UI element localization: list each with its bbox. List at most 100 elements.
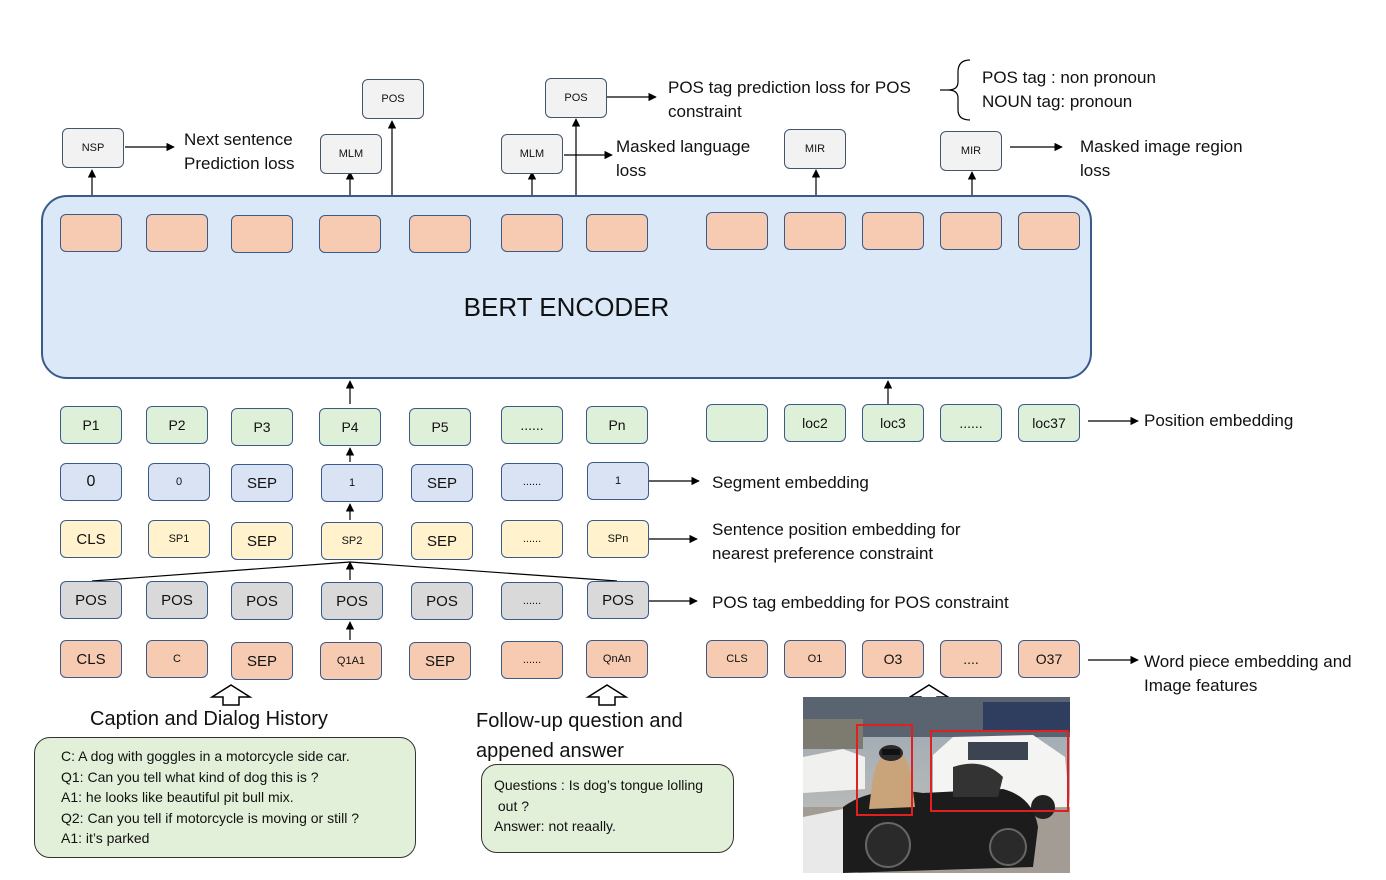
caption-line: Q2: Can you tell if motorcycle is moving…	[61, 809, 359, 826]
nsp-head: NSP	[62, 128, 124, 168]
segment-token: ......	[501, 463, 563, 501]
encoder-title: BERT ENCODER	[463, 292, 670, 322]
mlm-loss-line1: Masked language	[616, 137, 751, 156]
mir-loss-line2: loss	[1080, 161, 1111, 180]
word-piece-token: ......	[501, 641, 563, 679]
encoder-output-cell	[862, 212, 924, 250]
image-feature-token: ....	[940, 640, 1002, 678]
mlm-loss-label: Masked language loss	[616, 135, 750, 183]
encoder-output-cell	[940, 212, 1002, 250]
image-feature-token: O37	[1018, 640, 1080, 678]
segment-embedding-label: Segment embedding	[712, 473, 869, 492]
image-position-token	[706, 404, 768, 442]
nsp-loss-label: Next sentence Prediction loss	[184, 128, 295, 176]
sentence-position-label: Sentence position embedding for nearest …	[712, 518, 961, 566]
caption-dialog-panel: C: A dog with goggles in a motorcycle si…	[34, 737, 416, 858]
image-feature-token: CLS	[706, 640, 768, 678]
nsp-loss-line2: Prediction loss	[184, 154, 295, 173]
position-token: P5	[409, 408, 471, 446]
followup-title: Follow-up question and appened answer	[476, 706, 683, 766]
pos-tag-embedding-label: POS tag embedding for POS constraint	[712, 593, 1009, 612]
pos-loss-label: POS tag prediction loss for POS constrai…	[668, 76, 911, 124]
followup-title-line2: appened answer	[476, 740, 624, 762]
mir-head-1: MIR	[784, 129, 846, 169]
position-token: Pn	[586, 406, 648, 444]
pos-tag-token: POS	[60, 581, 122, 619]
encoder-output-cell	[586, 214, 648, 252]
pos-tag-token: POS	[321, 582, 383, 620]
encoder-output-cell	[319, 215, 381, 253]
mlm-loss-line2: loss	[616, 161, 647, 180]
word-piece-token: C	[146, 640, 208, 678]
pos-loss-line1: POS tag prediction loss for POS	[668, 78, 911, 97]
position-embedding-label: Position embedding	[1144, 411, 1294, 430]
position-token: P2	[146, 406, 208, 444]
image-position-token: loc37	[1018, 404, 1080, 442]
encoder-output-cell	[146, 214, 208, 252]
sentence-position-token: ......	[501, 520, 563, 558]
caption-line: C: A dog with goggles in a motorcycle si…	[61, 748, 350, 764]
pos-loss-line2: constraint	[668, 102, 742, 121]
mlm-head-2: MLM	[501, 134, 563, 174]
word-piece-token: SEP	[231, 642, 293, 680]
word-piece-token: Q1A1	[320, 642, 382, 680]
encoder-output-cell	[501, 214, 563, 252]
segment-token: SEP	[411, 464, 473, 502]
sentence-position-token: CLS	[60, 520, 122, 558]
mlm-head-1: MLM	[320, 134, 382, 174]
mir-loss-line1: Masked image region	[1080, 137, 1243, 156]
caption-dialog-title: Caption and Dialog History	[90, 708, 328, 730]
image-position-token: loc3	[862, 404, 924, 442]
followup-panel: Questions : Is dog’s tongue lolling out …	[481, 764, 734, 853]
sentence-position-label-line1: Sentence position embedding for	[712, 520, 961, 539]
followup-line: Questions : Is dog’s tongue lolling	[494, 777, 704, 793]
encoder-output-cell	[1018, 212, 1080, 250]
image-position-token: loc2	[784, 404, 846, 442]
scene-image	[803, 697, 1070, 873]
word-piece-label-line1: Word piece embedding and	[1144, 652, 1352, 671]
encoder-output-cell	[784, 212, 846, 250]
segment-token: SEP	[231, 464, 293, 502]
position-token: P1	[60, 406, 122, 444]
nsp-loss-line1: Next sentence	[184, 130, 293, 149]
segment-token: 0	[60, 463, 122, 501]
pos-tag-line2: NOUN tag: pronoun	[982, 92, 1133, 111]
image-feature-token: O3	[862, 640, 924, 678]
segment-token: 0	[148, 463, 210, 501]
sentence-position-token: SPn	[587, 520, 649, 558]
pos-head-1: POS	[362, 79, 424, 119]
encoder-output-cell	[231, 215, 293, 253]
position-token: P3	[231, 408, 293, 446]
encoder-output-cell	[409, 215, 471, 253]
sentence-position-label-line2: nearest preference constraint	[712, 544, 934, 563]
caption-line: A1: he looks like beautiful pit bull mix…	[61, 789, 294, 805]
pos-tag-token: POS	[231, 582, 293, 620]
word-piece-token: CLS	[60, 640, 122, 678]
segment-token: 1	[587, 462, 649, 500]
encoder-output-cell	[706, 212, 768, 250]
detection-box	[930, 730, 1069, 812]
sentence-position-token: SEP	[411, 522, 473, 560]
sentence-position-token: SEP	[231, 522, 293, 560]
encoder-output-cell	[60, 214, 122, 252]
pos-tag-line1: POS tag : non pronoun	[982, 68, 1156, 87]
caption-line: Q1: Can you tell what kind of dog this i…	[61, 768, 319, 785]
word-piece-token: QnAn	[586, 640, 648, 678]
word-piece-label: Word piece embedding and Image features	[1144, 650, 1352, 698]
position-token: P4	[319, 408, 381, 446]
word-piece-token: SEP	[409, 642, 471, 680]
segment-token: 1	[321, 464, 383, 502]
followup-line: out ?	[494, 797, 530, 814]
pos-tag-token: POS	[146, 581, 208, 619]
pos-head-2: POS	[545, 78, 607, 118]
sentence-position-token: SP2	[321, 522, 383, 560]
word-piece-label-line2: Image features	[1144, 676, 1258, 695]
image-position-token: ......	[940, 404, 1002, 442]
followup-title-line1: Follow-up question and	[476, 710, 683, 732]
image-feature-token: O1	[784, 640, 846, 678]
mir-head-2: MIR	[940, 131, 1002, 171]
pos-tag-explanation: POS tag : non pronoun NOUN tag: pronoun	[982, 66, 1156, 114]
position-token: ......	[501, 406, 563, 444]
caption-line: A1: it’s parked	[61, 830, 150, 846]
pos-tag-token: POS	[411, 582, 473, 620]
